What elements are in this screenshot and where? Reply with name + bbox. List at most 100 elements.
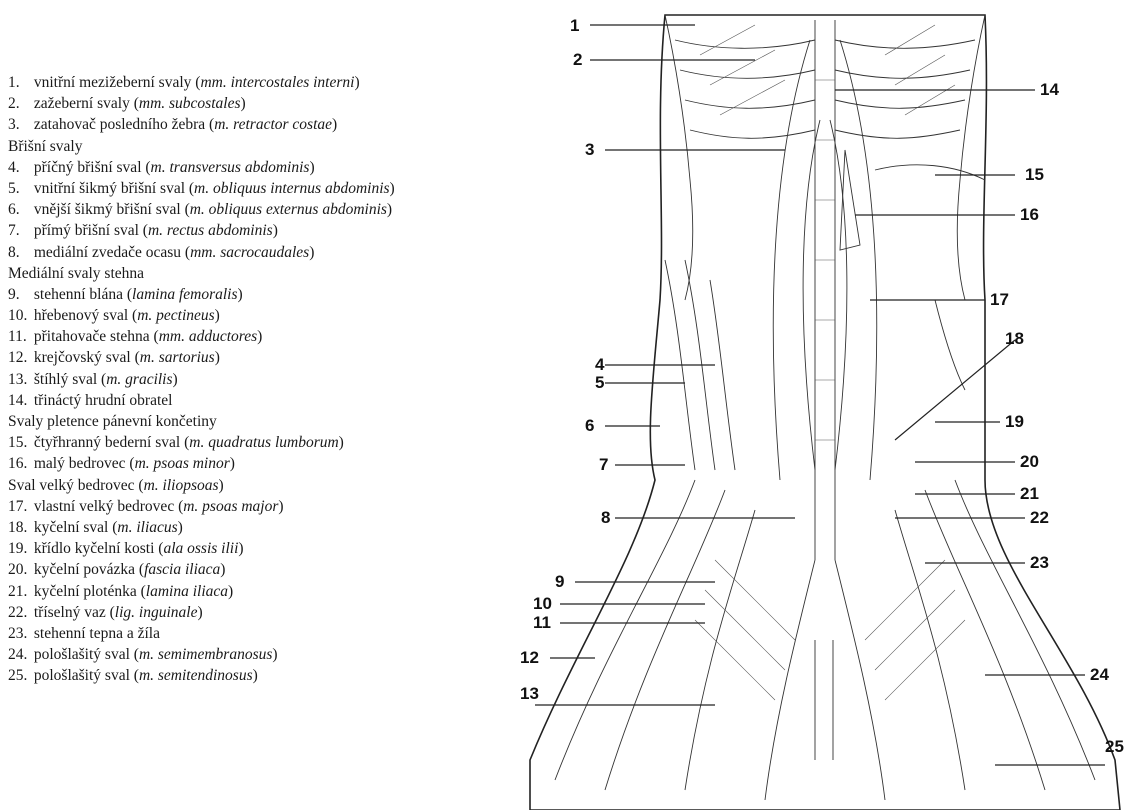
- legend-latin: lig. inguinale: [115, 604, 198, 621]
- legend-latin: fascia iliaca: [144, 561, 220, 578]
- legend-latin: mm. sacrocaudales: [190, 244, 309, 261]
- legend-text: vnitřní mezižeberní svaly (: [34, 74, 201, 91]
- legend-text: přitahovače stehna (: [34, 328, 159, 345]
- callout-15: 15: [1025, 165, 1044, 184]
- legend-number: 17.: [8, 496, 30, 517]
- callout-7: 7: [599, 455, 608, 474]
- legend-item: 8. mediální zvedače ocasu (mm. sacrocaud…: [8, 242, 528, 263]
- legend-text: štíhlý sval (: [34, 371, 106, 388]
- legend-close: ): [230, 455, 235, 472]
- callout-19: 19: [1005, 412, 1024, 431]
- legend-heading: Mediální svaly stehna: [8, 263, 528, 284]
- legend-latin: m. sartorius: [140, 349, 215, 366]
- legend-text: stehenní tepna a žíla: [34, 625, 160, 642]
- body-outline: [530, 15, 1120, 810]
- legend-latin: mm. subcostales: [139, 95, 241, 112]
- legend-number: 24.: [8, 644, 30, 665]
- legend-list: 1. vnitřní mezižeberní svaly (mm. interc…: [8, 72, 528, 686]
- legend-item: 2. zažeberní svaly (mm. subcostales): [8, 93, 528, 114]
- legend-number: 18.: [8, 517, 30, 538]
- legend-close: ): [215, 349, 220, 366]
- callout-4: 4: [595, 355, 605, 374]
- legend-close: ): [354, 74, 359, 91]
- legend-text: kyčelní povázka (: [34, 561, 144, 578]
- legend-latin: mm. intercostales interni: [200, 74, 354, 91]
- callout-17: 17: [990, 290, 1009, 309]
- legend-close: ): [332, 116, 337, 133]
- callout-16: 16: [1020, 205, 1039, 224]
- legend-close: ): [173, 371, 178, 388]
- callout-6: 6: [585, 416, 594, 435]
- legend-heading: Svaly pletence pánevní končetiny: [8, 411, 528, 432]
- legend-latin: m. quadratus lumborum: [189, 434, 338, 451]
- legend-latin: m. retractor costae: [214, 116, 332, 133]
- legend-item: 19. křídlo kyčelní kosti (ala ossis ilii…: [8, 538, 528, 559]
- legend-close: ): [257, 328, 262, 345]
- callout-13: 13: [520, 684, 539, 703]
- legend-item: 24. pološlašitý sval (m. semimembranosus…: [8, 644, 528, 665]
- legend-item: 1. vnitřní mezižeberní svaly (mm. interc…: [8, 72, 528, 93]
- legend-heading: Břišní svaly: [8, 136, 528, 157]
- legend-number: 12.: [8, 347, 30, 368]
- legend-text: Svaly pletence pánevní končetiny: [8, 413, 217, 430]
- legend-number: 25.: [8, 665, 30, 686]
- legend-close: ): [219, 477, 224, 494]
- legend-close: ): [339, 434, 344, 451]
- legend-number: 21.: [8, 581, 30, 602]
- callout-21: 21: [1020, 484, 1039, 503]
- legend-latin: m. transversus abdominis: [151, 159, 310, 176]
- legend-item: 18. kyčelní sval (m. iliacus): [8, 517, 528, 538]
- legend-item: 20. kyčelní povázka (fascia iliaca): [8, 559, 528, 580]
- legend-item: 22. tříselný vaz (lig. inguinale): [8, 602, 528, 623]
- legend-text: mediální zvedače ocasu (: [34, 244, 190, 261]
- legend-number: 7.: [8, 220, 30, 241]
- legend-text: Mediální svaly stehna: [8, 265, 144, 282]
- legend-number: 14.: [8, 390, 30, 411]
- legend-text: pološlašitý sval (: [34, 667, 139, 684]
- legend-close: ): [228, 583, 233, 600]
- callout-25: 25: [1105, 737, 1124, 756]
- callout-23: 23: [1030, 553, 1049, 572]
- legend-heading: Sval velký bedrovec (m. iliopsoas): [8, 475, 528, 496]
- legend-number: 3.: [8, 114, 30, 135]
- legend-latin: m. pectineus: [137, 307, 214, 324]
- callout-11: 11: [533, 613, 551, 632]
- legend-item: 12. krejčovský sval (m. sartorius): [8, 347, 528, 368]
- callout-20: 20: [1020, 452, 1039, 471]
- legend-number: 6.: [8, 199, 30, 220]
- legend-item: 5. vnitřní šikmý břišní sval (m. obliquu…: [8, 178, 528, 199]
- legend-latin: m. iliopsoas: [144, 477, 219, 494]
- legend-close: ): [278, 498, 283, 515]
- legend-close: ): [272, 646, 277, 663]
- legend-number: 8.: [8, 242, 30, 263]
- legend-text: čtyřhranný bederní sval (: [34, 434, 189, 451]
- legend-text: Sval velký bedrovec (: [8, 477, 144, 494]
- legend-item: 17. vlastní velký bedrovec (m. psoas maj…: [8, 496, 528, 517]
- legend-text: stehenní blána (: [34, 286, 132, 303]
- legend-number: 2.: [8, 93, 30, 114]
- legend-text: vlastní velký bedrovec (: [34, 498, 183, 515]
- legend-latin: m. iliacus: [117, 519, 177, 536]
- legend-close: ): [197, 604, 202, 621]
- legend-number: 5.: [8, 178, 30, 199]
- legend-text: kyčelní ploténka (: [34, 583, 146, 600]
- legend-item: 7. přímý břišní sval (m. rectus abdomini…: [8, 220, 528, 241]
- legend-close: ): [178, 519, 183, 536]
- legend-text: křídlo kyčelní kosti (: [34, 540, 164, 557]
- legend-number: 11.: [8, 326, 30, 347]
- legend-latin: m. obliquus externus abdominis: [190, 201, 387, 218]
- legend-latin: m. obliquus internus abdominis: [194, 180, 389, 197]
- legend-latin: lamina iliaca: [146, 583, 228, 600]
- legend-number: 9.: [8, 284, 30, 305]
- legend-latin: lamina femoralis: [132, 286, 238, 303]
- legend-item: 14. třináctý hrudní obratel: [8, 390, 528, 411]
- legend-text: příčný břišní sval (: [34, 159, 151, 176]
- callout-22: 22: [1030, 508, 1049, 527]
- legend-number: 10.: [8, 305, 30, 326]
- legend-latin: m. semimembranosus: [139, 646, 272, 663]
- legend-close: ): [253, 667, 258, 684]
- legend-close: ): [238, 286, 243, 303]
- legend-text: zažeberní svaly (: [34, 95, 139, 112]
- legend-text: kyčelní sval (: [34, 519, 118, 536]
- legend-latin: ala ossis ilii: [163, 540, 238, 557]
